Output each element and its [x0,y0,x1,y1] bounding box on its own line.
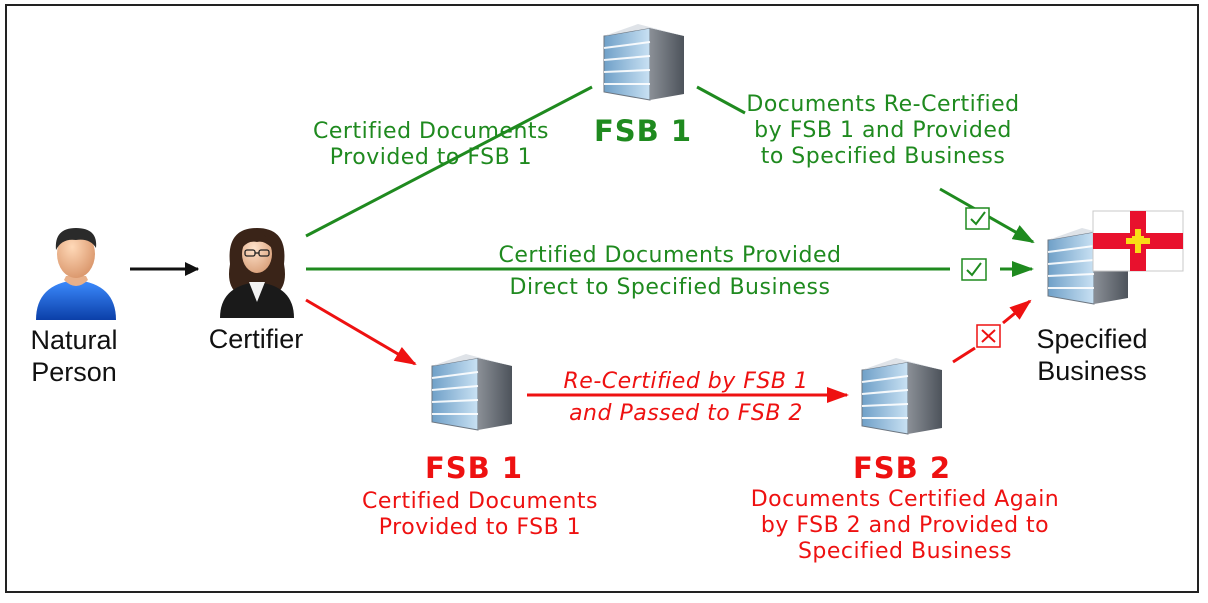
guernsey-flag-icon [1092,210,1184,272]
diagram-frame [5,4,1199,593]
fsb2-desc: Documents Certified Again by FSB 2 and P… [750,487,1060,564]
natural-person-icon [36,228,116,320]
top-right-label: Documents Re-Certified by FSB 1 and Prov… [746,92,1020,169]
building-icon-fsb1-top [603,24,684,101]
fsb1-top-title: FSB 1 [593,114,693,148]
building-icon-fsb1-bottom [431,354,512,431]
bottom-middle-label: Re-Certified by FSB 1 and Passed to FSB … [563,369,809,426]
certifier-icon [220,228,294,318]
certifier-label: Certifier [208,324,304,354]
specified-business-label: Specified Business [1036,324,1148,387]
top-left-label: Certified Documents Provided to FSB 1 [313,119,549,170]
fsb1-bottom-desc: Certified Documents Provided to FSB 1 [362,489,598,540]
fsb2-title: FSB 2 [852,451,952,485]
fsb1-bottom-title: FSB 1 [424,451,524,485]
direct-route-label: Certified Documents Provided Direct to S… [498,243,842,300]
line-certifier-to-fsb1-top [305,85,593,238]
line-certifier-to-fsb1-bottom [305,298,417,366]
check-box-direct-icon [961,258,987,281]
line-fsb1-top-to-specified [696,85,746,115]
natural-person-label: Natural Person [30,325,118,388]
cross-box-bottom-icon [976,324,1001,348]
check-box-top-icon [965,207,990,230]
building-icon-fsb2 [861,358,942,435]
